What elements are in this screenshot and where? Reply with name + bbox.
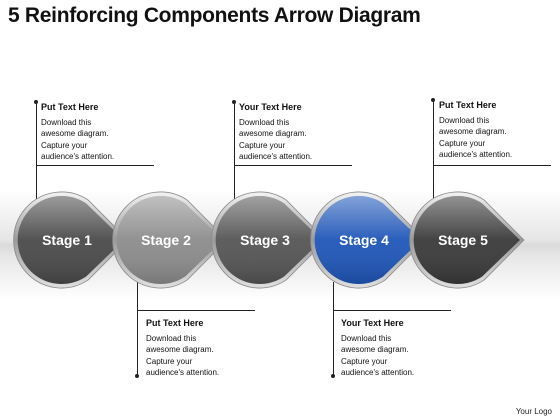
note-line: Download this — [41, 117, 92, 127]
note-line: audience's attention. — [41, 152, 115, 161]
note-line: awesome diagram. — [341, 345, 409, 354]
connector-dot-2 — [135, 374, 139, 378]
stage-arrow-5: Stage 5 — [409, 191, 525, 289]
note-line: Capture your — [439, 138, 486, 148]
note-line: Download this — [439, 115, 490, 125]
note-title: Put Text Here — [146, 318, 204, 328]
note-line: awesome diagram. — [439, 127, 507, 136]
note-underline-3 — [234, 165, 352, 166]
stage-label-4: Stage 4 — [339, 232, 389, 248]
connector-line-2 — [137, 282, 138, 376]
note-line: Download this — [146, 333, 197, 343]
connector-dot-1 — [34, 100, 38, 104]
stage-label-2: Stage 2 — [141, 232, 191, 248]
note-line: Capture your — [239, 140, 286, 150]
note-line: awesome diagram. — [41, 129, 109, 138]
connector-dot-4 — [331, 374, 335, 378]
stage-arrow-2: Stage 2 — [112, 191, 228, 289]
note-title: Your Text Here — [239, 102, 302, 112]
note-line: audience's attention. — [239, 152, 313, 161]
note-stage-3: Your Text Here Download this awesome dia… — [239, 102, 359, 163]
stage-gloss — [215, 196, 322, 284]
stage-gloss — [17, 196, 124, 284]
connector-dot-3 — [232, 100, 236, 104]
stage-arrow-4: Stage 4 — [310, 191, 426, 289]
stage-label-1: Stage 1 — [42, 232, 92, 248]
connector-dot-5 — [431, 98, 435, 102]
stage-arrow-1: Stage 1 — [13, 191, 129, 289]
connector-line-1 — [36, 102, 37, 200]
note-underline-4 — [333, 310, 451, 311]
note-stage-1: Put Text Here Download this awesome diag… — [41, 102, 161, 163]
note-line: Capture your — [146, 356, 193, 366]
connector-line-5 — [433, 100, 434, 200]
note-line: audience's attention. — [439, 150, 513, 159]
note-line: audience's attention. — [146, 368, 220, 377]
stage-gloss — [413, 196, 520, 284]
note-line: Download this — [239, 117, 290, 127]
note-stage-2: Put Text Here Download this awesome diag… — [146, 318, 266, 379]
note-line: awesome diagram. — [239, 129, 307, 138]
connector-line-4 — [333, 282, 334, 376]
note-title: Your Text Here — [341, 318, 404, 328]
stage-label-3: Stage 3 — [240, 232, 290, 248]
stage-label-5: Stage 5 — [438, 232, 488, 248]
note-stage-4: Your Text Here Download this awesome dia… — [341, 318, 461, 379]
note-underline-2 — [137, 310, 255, 311]
note-underline-1 — [36, 165, 154, 166]
connector-line-3 — [234, 102, 235, 200]
stage-gloss — [116, 196, 223, 284]
note-title: Put Text Here — [41, 102, 99, 112]
note-underline-5 — [433, 165, 551, 166]
stage-arrow-3: Stage 3 — [211, 191, 327, 289]
note-stage-5: Put Text Here Download this awesome diag… — [439, 100, 559, 161]
logo-text: Your Logo — [515, 407, 552, 416]
stage-gloss — [314, 196, 421, 284]
note-line: Download this — [341, 333, 392, 343]
note-line: audience's attention. — [341, 368, 415, 377]
note-line: Capture your — [41, 140, 88, 150]
note-line: awesome diagram. — [146, 345, 214, 354]
note-title: Put Text Here — [439, 100, 497, 110]
note-line: Capture your — [341, 356, 388, 366]
page-title: 5 Reinforcing Components Arrow Diagram — [8, 4, 421, 27]
